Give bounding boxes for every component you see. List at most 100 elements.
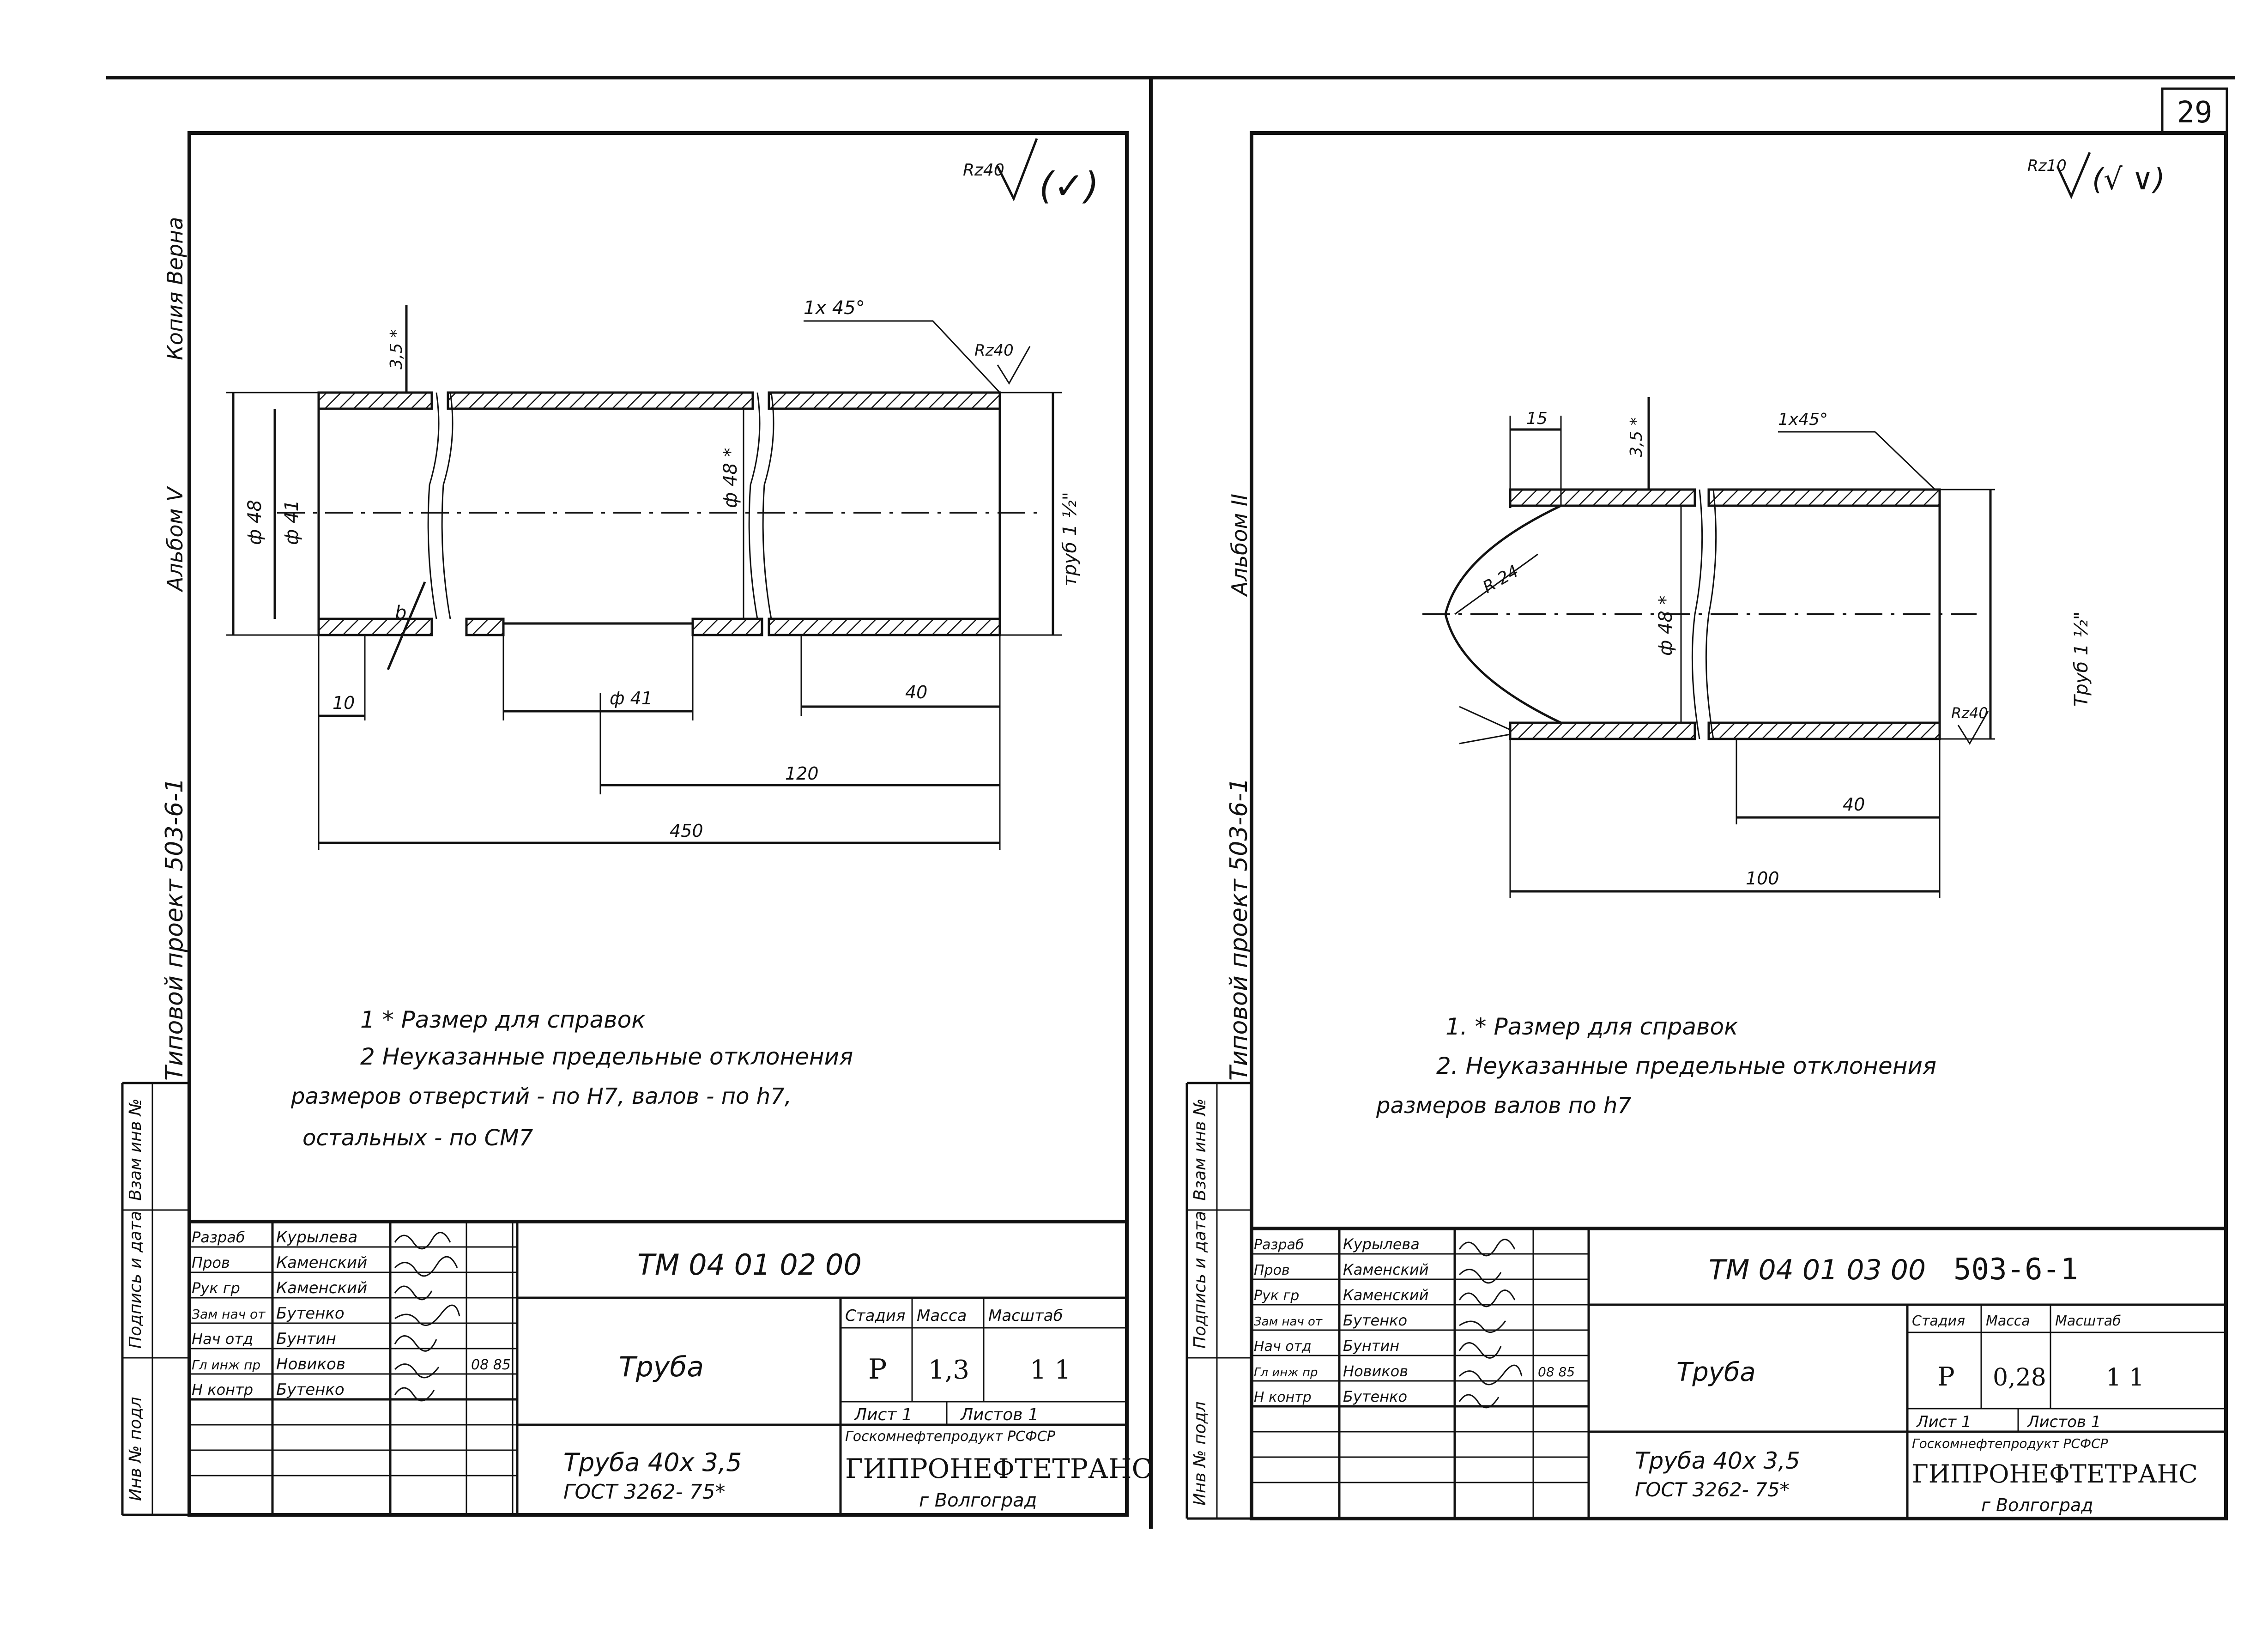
roughness-icon (1957, 711, 1989, 745)
roughness-check: (√ ∨) (2092, 163, 2165, 197)
pipe-wall-bottom-2 (1707, 721, 1941, 740)
dim-40: 40 (905, 682, 927, 702)
signature (1459, 1320, 1506, 1333)
side-stamp-inv: Инв № подл (126, 1397, 145, 1501)
tb-role: Гл инж пр (1254, 1366, 1318, 1380)
tb-sheet: Лист 1 (1916, 1413, 1972, 1431)
pipe-wall-top-2 (447, 391, 754, 410)
tb-org: ГИПРОНЕФТЕТРАНС (1912, 1459, 2198, 1489)
chamfer-leader (932, 320, 1001, 393)
pipe-wall-bottom-4 (768, 617, 1001, 636)
tb-role: Н контр (1254, 1389, 1312, 1405)
tb-material-1: Труба 40х 3,5 (563, 1448, 742, 1477)
bevel-leader (1459, 706, 1511, 731)
tb-mass: 1,3 (928, 1355, 969, 1385)
signature (1458, 1239, 1516, 1257)
dim-inner-d: ф 41 (610, 688, 653, 708)
side-stamp-signature: Подпись и дата (126, 1211, 145, 1349)
tb-name: Новиков (1343, 1362, 1408, 1380)
pipe-wall-top-1 (317, 391, 433, 410)
tb-name: Каменский (276, 1253, 367, 1272)
dim-thread: труб 1 ½" (1059, 492, 1081, 587)
tb-role: Разраб (1254, 1237, 1304, 1253)
bevel-leader (1459, 733, 1511, 744)
pipe-wall-top-1 (1509, 488, 1696, 507)
copy-label: Копия Верна (163, 217, 187, 360)
tb-sheet: Лист 1 (853, 1405, 913, 1424)
left-sheet: Инв № подл Подпись и дата Взам инв № Коп… (121, 131, 1152, 1517)
project-label: Типовой проект 503-6-1 (1225, 778, 1253, 1081)
dim-thread: Труб 1 ½" (2071, 611, 2092, 707)
right-frame (1250, 131, 2228, 1520)
tb-name: Бутенко (1343, 1312, 1407, 1329)
page-number: 29 (2177, 96, 2212, 130)
right-title-block: Разраб Пров Рук гр Зам нач от Нач отд Гл… (1252, 1227, 2226, 1519)
signature (1458, 1342, 1502, 1359)
signature (394, 1285, 433, 1301)
album-label: Альбом V (163, 485, 187, 593)
tb-org-top: Госкомнефтепродукт РСФСР (845, 1428, 1056, 1445)
dim-inner-d-side: ф 41 (281, 500, 302, 545)
dim-100: 100 (1746, 868, 1779, 889)
break-line (441, 392, 454, 619)
break-line (762, 392, 774, 619)
right-sheet: Инв № подл Подпись и дата Взам инв № Аль… (1185, 131, 2228, 1520)
side-stamp-replace: Взам инв № (1191, 1098, 1210, 1201)
tb-mass-label: Масса (1986, 1313, 2030, 1329)
tb-city: г Волгоград (1981, 1495, 2093, 1515)
tb-role: Пров (192, 1254, 230, 1271)
tb-name: Бутенко (276, 1380, 345, 1399)
dim-15: 15 (1526, 409, 1548, 428)
tb-role: Пров (1254, 1262, 1290, 1278)
side-stamp-replace: Взам инв № (126, 1098, 145, 1201)
dim-radius: R 24 (1480, 562, 1522, 597)
dim-mid-d: ф 48 * (720, 448, 741, 508)
pipe-wall-bottom-2 (465, 617, 505, 636)
tb-part-name: Труба (1676, 1357, 1756, 1387)
tb-stage-label: Стадия (1912, 1313, 1965, 1329)
dim-thickness: 3,5 * (387, 329, 406, 369)
signature (1458, 1364, 1523, 1386)
radius-leader (1454, 553, 1538, 615)
signature (1458, 1289, 1516, 1307)
pipe-wall-bottom-3 (691, 617, 763, 636)
note-4: остальных - по СМ7 (302, 1125, 533, 1151)
pipe-wall-bottom-1 (317, 617, 433, 636)
signature (394, 1304, 460, 1326)
tb-date: 08 85 (471, 1357, 511, 1373)
tb-role: Зам нач от (192, 1307, 266, 1322)
tb-role: Разраб (192, 1228, 245, 1246)
album-label: Альбом II (1227, 494, 1252, 597)
dim-mid-d: ф 48 * (1655, 595, 1676, 656)
roughness-icon (996, 138, 1038, 202)
tb-stage-label: Стадия (845, 1307, 905, 1325)
tb-role: Рук гр (1254, 1288, 1299, 1304)
dim-450: 450 (670, 821, 703, 841)
pipe-wall-top-3 (768, 391, 1001, 410)
dim-thickness: 3,5 * (1627, 417, 1646, 457)
roughness-check: (✓) (1039, 164, 1099, 207)
edge-roughness: Rz40 (1951, 704, 1988, 722)
tb-sheets: Листов 1 (2026, 1413, 2101, 1431)
signature (394, 1256, 458, 1277)
tb-part-name: Труба (619, 1351, 704, 1383)
tb-name: Новиков (276, 1355, 345, 1374)
dim-chamfer: 1x45° (1778, 410, 1828, 429)
tb-material-2: ГОСТ 3262- 75* (563, 1480, 726, 1504)
tb-name: Бутенко (276, 1304, 345, 1323)
note-3: размеров отверстий - по Н7, валов - по h… (290, 1083, 792, 1109)
tb-role: Нач отд (1254, 1338, 1312, 1355)
note-1: 1. * Размер для справок (1445, 1013, 1738, 1040)
break-line (427, 392, 440, 619)
signature (1458, 1269, 1502, 1284)
signature (394, 1363, 440, 1379)
tb-scale: 1 1 (2106, 1364, 2144, 1392)
roughness-icon (997, 346, 1031, 385)
note-3: размеров валов по h7 (1376, 1093, 1632, 1119)
side-stamp-signature: Подпись и дата (1191, 1211, 1210, 1349)
tb-project-code: 503-6-1 (1954, 1253, 2078, 1287)
roughness-icon (2056, 152, 2091, 200)
tb-name: Каменский (276, 1279, 367, 1297)
dim-10: 10 (333, 693, 355, 713)
tb-material-1: Труба 40х 3,5 (1635, 1447, 1800, 1474)
